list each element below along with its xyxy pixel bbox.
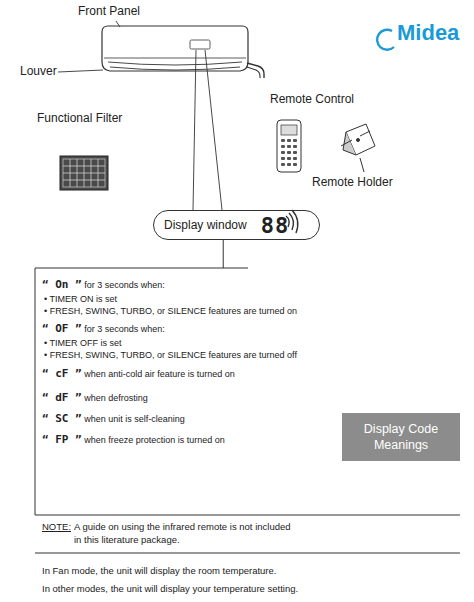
indoor-unit	[102, 26, 264, 78]
part-label: Front Panel	[78, 5, 140, 18]
bullet-item: • FRESH, SWING, TURBO, or SILENCE featur…	[44, 349, 297, 362]
code-entry: “ SC ” when unit is self-cleaning	[42, 412, 185, 426]
bullet-item: • TIMER ON is set	[44, 293, 117, 306]
part-label: Remote Holder	[312, 176, 393, 189]
remote-holder-icon	[341, 124, 375, 172]
footnote: In other modes, the unit will display yo…	[42, 582, 298, 595]
section-tag: Display Code Meanings	[342, 413, 460, 461]
display-window-box: Display window 88	[153, 210, 320, 240]
part-label: Functional Filter	[37, 112, 122, 125]
connector-line	[223, 240, 224, 268]
code-entry: “ On ” for 3 seconds when:	[42, 278, 165, 292]
code-entry: “ cF ” when anti-cold air feature is tur…	[42, 367, 235, 381]
panel-frame	[35, 268, 460, 553]
code-entry: “ OF ” for 3 seconds when:	[42, 322, 165, 336]
tag-text: Display Code Meanings	[352, 421, 450, 453]
bullet-item: • TIMER OFF is set	[44, 337, 122, 350]
footnote: In Fan mode, the unit will display the r…	[42, 564, 276, 577]
part-label: Remote Control	[270, 93, 354, 106]
filter-icon	[60, 156, 108, 190]
leader-line	[193, 50, 196, 210]
code-list-panel: “ On ” for 3 seconds when:• TIMER ON is …	[35, 268, 335, 515]
code-entry: “ dF ” when defrosting	[42, 391, 148, 405]
display-digits: 88	[261, 213, 290, 238]
brand-logo: Midea	[397, 26, 459, 39]
bullet-item: • FRESH, SWING, TURBO, or SILENCE featur…	[44, 305, 297, 318]
code-entry: “ FP ” when freeze protection is turned …	[42, 433, 225, 447]
part-label: Louver	[20, 65, 57, 78]
logo-mark	[377, 30, 394, 50]
leader-line	[205, 50, 222, 210]
remote-control-icon	[277, 120, 301, 172]
box-title: Display window	[164, 218, 247, 232]
note-heading: NOTE:	[42, 520, 71, 533]
note-text: A guide on using the infrared remote is …	[74, 520, 299, 546]
leader-line	[116, 21, 120, 27]
leader-line	[58, 70, 103, 72]
